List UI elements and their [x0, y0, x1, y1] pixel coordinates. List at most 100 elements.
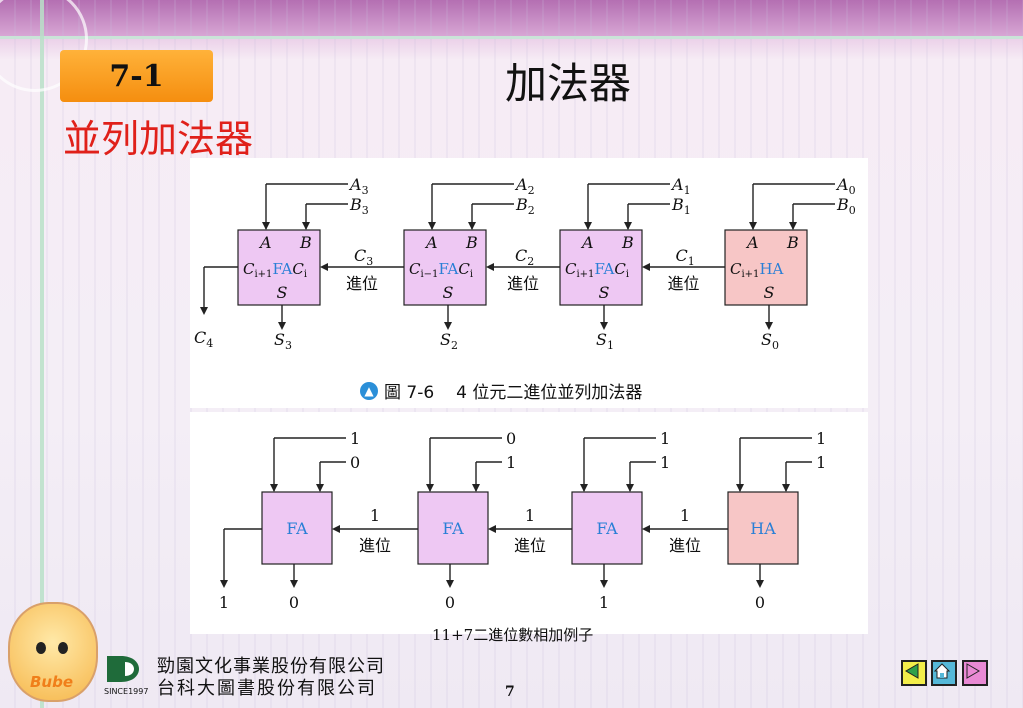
fig2-input-a-arrow — [270, 484, 278, 492]
fig2-input-b-label: 1 — [660, 453, 670, 472]
decor-horizontal-line — [0, 36, 1023, 39]
section-badge: 7-1 — [60, 50, 213, 102]
top-band — [0, 0, 1023, 36]
prev-slide-button[interactable] — [901, 660, 927, 686]
fig2-carry-word: 進位 — [514, 536, 546, 555]
fig1-input-a-arrow — [428, 222, 436, 230]
fig1-input-a-arrow — [262, 222, 270, 230]
fig2-carry-arrow — [488, 525, 496, 533]
fig2-output-label: 1 — [599, 593, 609, 612]
fig1-output-arrow — [444, 322, 452, 330]
fig1-block-a-label: A — [258, 233, 272, 252]
decor-vertical-line — [40, 0, 44, 708]
fig1-input-b-label: B2 — [515, 195, 535, 217]
fig2-output-arrow — [290, 580, 298, 588]
fig1-block-s-label: S — [764, 283, 775, 302]
page-number: 7 — [505, 684, 515, 700]
since-label: SINCE1997 — [104, 687, 149, 696]
fig1-carry-label: C3 — [354, 246, 373, 268]
fig1-block-a-label: A — [424, 233, 438, 252]
fig1-input-b-arrow — [302, 222, 310, 230]
fig1-input-a-arrow — [749, 222, 757, 230]
company-logo-icon — [107, 656, 139, 682]
fig1-block-b-label: B — [465, 233, 478, 252]
fig1-block-b-label: B — [299, 233, 312, 252]
next-slide-button[interactable] — [962, 660, 988, 686]
fig1-carry-word: 進位 — [507, 274, 539, 293]
fig1-block-s-label: S — [443, 283, 454, 302]
company-name-2: 台科大圖書股份有限公司 — [157, 678, 377, 699]
fig2-input-a-label: 0 — [506, 429, 516, 448]
fig2-input-b-arrow — [626, 484, 634, 492]
fig1-block-ha — [724, 229, 808, 306]
fig1-input-b-label: B1 — [671, 195, 691, 217]
fig1-carry-arrow — [642, 263, 650, 271]
fig1-input-a-label: A0 — [835, 175, 856, 197]
fig2-output-arrow — [600, 580, 608, 588]
fig1-input-a-label: A3 — [348, 175, 369, 197]
figure1-caption: ▲ 圖 7-6 4 位元二進位並列加法器 — [360, 378, 642, 403]
fig1-input-b-label: B0 — [836, 195, 856, 217]
fig1-input-b-label: B3 — [349, 195, 369, 217]
figure1-caption-text: 4 位元二進位並列加法器 — [456, 383, 643, 403]
figure2-caption: 11+7二進位數相加例子 — [432, 626, 594, 644]
fig2-block-label: FA — [596, 519, 618, 538]
fig2-carry-arrow — [642, 525, 650, 533]
fig2-carry-value: 1 — [680, 506, 690, 525]
up-arrow-icon: ▲ — [360, 381, 378, 400]
fig1-input-a-arrow — [584, 222, 592, 230]
fig2-input-b-arrow — [782, 484, 790, 492]
fig1-carry-label: C2 — [515, 246, 534, 268]
fig1-input-b-arrow — [468, 222, 476, 230]
fig2-block-label: FA — [442, 519, 464, 538]
fig1-input-a-label: A2 — [514, 175, 535, 197]
fig2-input-b-arrow — [472, 484, 480, 492]
slide-subtitle: 並列加法器 — [63, 117, 254, 161]
fig1-output-label: S1 — [596, 330, 614, 352]
fig1-output-arrow — [765, 322, 773, 330]
fig2-output-label: 0 — [445, 593, 455, 612]
mascot-eye-right — [58, 642, 68, 654]
triangle-right-icon — [966, 663, 980, 679]
fig1-block-mid-label: Ci+1FACi — [565, 260, 629, 280]
fig1-input-b-arrow — [789, 222, 797, 230]
mascot-eye-left — [36, 642, 46, 654]
fig2-input-a-arrow — [580, 484, 588, 492]
fig2-input-b-label: 1 — [816, 453, 826, 472]
fig1-block-mid-label: Ci−1FACi — [409, 260, 473, 280]
fig1-block-mid-label: Ci+1HA — [730, 260, 784, 280]
fig2-input-a-label: 1 — [660, 429, 670, 448]
fig1-output-label: S0 — [761, 330, 779, 352]
fig2-carry-word: 進位 — [359, 536, 391, 555]
fig1-carry-word: 進位 — [346, 274, 378, 293]
fig1-block-fa — [237, 229, 321, 306]
fig1-carry-arrow — [320, 263, 328, 271]
fig1-block-fa — [559, 229, 643, 306]
fig1-output-label: S3 — [274, 330, 292, 352]
fig2-carryout-label: 1 — [219, 593, 229, 612]
fig2-block-fa — [571, 491, 643, 565]
fig1-block-mid-label: Ci+1FACi — [243, 260, 307, 280]
fig2-output-arrow — [446, 580, 454, 588]
fig2-input-a-label: 1 — [350, 429, 360, 448]
fig2-carry-word: 進位 — [669, 536, 701, 555]
fig1-input-b-arrow — [624, 222, 632, 230]
fig2-block-label: HA — [750, 519, 776, 538]
fig2-block-ha — [727, 491, 799, 565]
fig1-block-a-label: A — [745, 233, 759, 252]
fig1-block-a-label: A — [580, 233, 594, 252]
fig2-carry-value: 1 — [370, 506, 380, 525]
fig2-input-b-label: 0 — [350, 453, 360, 472]
fig2-input-b-arrow — [316, 484, 324, 492]
fig2-carry-arrow — [332, 525, 340, 533]
fig2-input-a-arrow — [736, 484, 744, 492]
fig1-output-label: S2 — [440, 330, 458, 352]
fig1-carry-arrow — [486, 263, 494, 271]
fig1-input-a-label: A1 — [670, 175, 691, 197]
fig1-carryout-label: C4 — [194, 328, 213, 350]
fig1-carry-label: C1 — [676, 246, 695, 268]
fig1-output-arrow — [278, 322, 286, 330]
home-button[interactable] — [931, 660, 957, 686]
fig2-block-fa — [261, 491, 333, 565]
